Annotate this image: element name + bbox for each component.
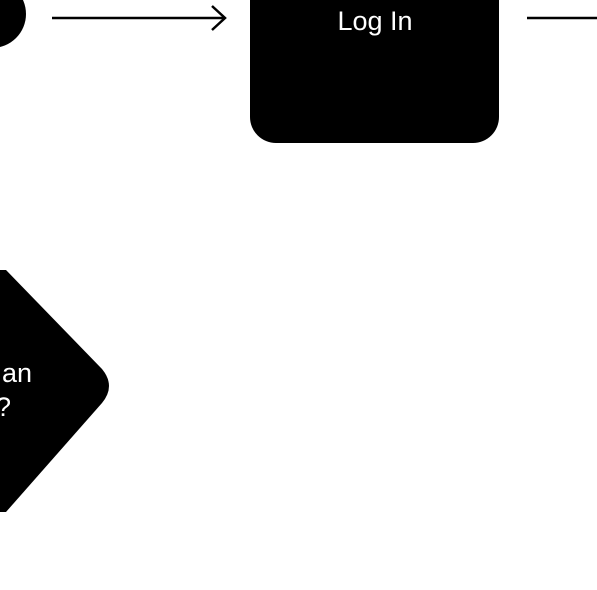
decision-node: [0, 270, 109, 512]
start-node: [0, 0, 26, 48]
arrowhead-to-login: [211, 5, 227, 31]
decision-node-label-line1: an: [2, 358, 32, 388]
login-node: [250, 0, 499, 143]
login-node-label: Log In: [337, 6, 412, 36]
decision-node-label-line2: ?: [0, 392, 11, 422]
